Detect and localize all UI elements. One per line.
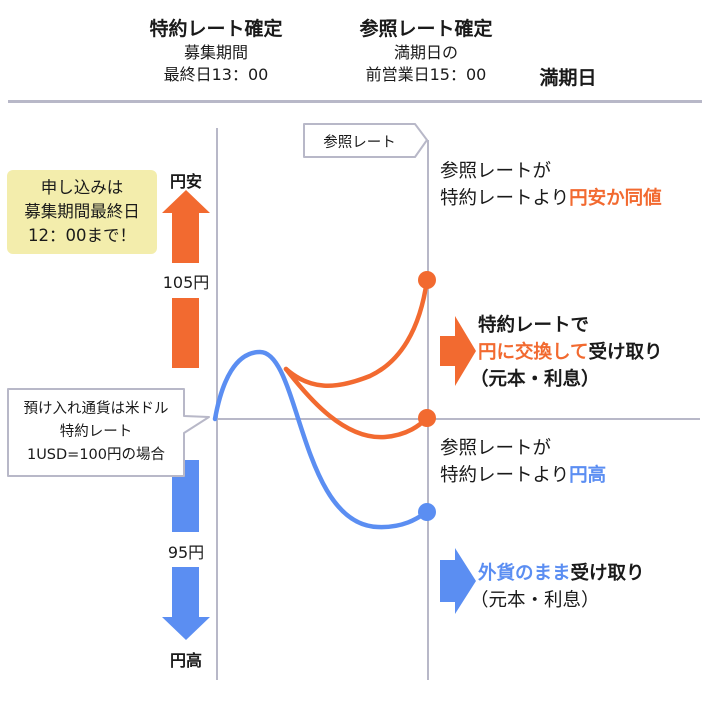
rate-105-label: 105円 (162, 273, 210, 292)
yen-weak-arrow-shaft-upper (172, 212, 199, 263)
deadline-note-line-1: 申し込みは (40, 178, 124, 197)
lower-case-line-1: 参照レートが (440, 438, 552, 459)
fixed-rate-sub2: 最終日13：00 (163, 65, 269, 84)
upper-result-line-1: 特約レートで (478, 315, 590, 336)
ref-rate-callout-box (303, 123, 428, 158)
upper-result-arrow (440, 316, 476, 386)
deadline-note-line-2: 募集期間最終日 (24, 202, 140, 221)
lower-case-highlight: 円高 (569, 465, 607, 486)
ref-rate-sub1: 満期日の (393, 43, 458, 62)
upper-result-highlight: 円に交換して (478, 342, 589, 363)
lower-result-line-1: 外貨のまま受け取り (478, 560, 645, 587)
yen-weak-arrow-shaft-lower (172, 298, 199, 368)
deadline-note: 申し込みは 募集期間最終日 12：00まで！ (7, 170, 157, 254)
lower-result-highlight: 外貨のまま (478, 563, 571, 584)
orange-rate-curve-middle (283, 366, 430, 440)
deadline-note-line-3: 12：00まで！ (28, 226, 136, 245)
upper-case-highlight: 円安か同値 (569, 188, 662, 209)
ref-rate-label: 参照レート (323, 135, 396, 151)
lower-case-prefix: 特約レートより (440, 465, 570, 486)
fixed-rate-title: 特約レート確定 (149, 18, 283, 40)
orange-rate-curve-upper (283, 277, 430, 388)
condition-callout-box (7, 388, 210, 477)
ref-rate-title: 参照レート確定 (359, 18, 493, 40)
header-divider (8, 100, 702, 103)
condition-note: 預け入れ通貨は米ドル 特約レート 1USD=100円の場合 (8, 398, 184, 467)
upper-case-line-2: 特約レートより円安か同値 (440, 185, 662, 212)
yen-weak-label: 円安 (169, 172, 202, 191)
blue-end-point (418, 503, 436, 521)
condition-note-line-3: 1USD=100円の場合 (26, 447, 166, 463)
upper-result-suffix: 受け取り (588, 342, 663, 363)
upper-result-line-3: （元本・利息） (470, 369, 600, 390)
condition-note-line-2: 特約レート (59, 424, 133, 440)
maturity-title: 満期日 (539, 67, 597, 89)
upper-case-line-1: 参照レートが (440, 161, 552, 182)
blue-rate-curve (212, 349, 430, 530)
yen-strong-arrow-head (162, 617, 210, 640)
lower-result-arrow (440, 548, 476, 614)
yen-strong-arrow-shaft-lower (172, 567, 199, 618)
yen-strong-label: 円高 (169, 651, 202, 670)
yen-weak-arrow-head (162, 190, 210, 213)
upper-case-prefix: 特約レートより (440, 188, 570, 209)
orange-end-point-middle (418, 409, 436, 427)
upper-result-line-2: 円に交換して受け取り (478, 339, 662, 366)
rate-95-label: 95円 (167, 543, 205, 562)
fixed-rate-sub1: 募集期間 (183, 43, 248, 62)
lower-result-suffix: 受け取り (570, 563, 645, 584)
lower-result-line-2: （元本・利息） (470, 590, 600, 611)
lower-case-line-2: 特約レートより円高 (440, 462, 606, 489)
ref-rate-sub2: 前営業日15：00 (365, 65, 487, 84)
condition-note-line-1: 預け入れ通貨は米ドル (23, 401, 169, 417)
orange-end-point-upper (418, 271, 436, 289)
